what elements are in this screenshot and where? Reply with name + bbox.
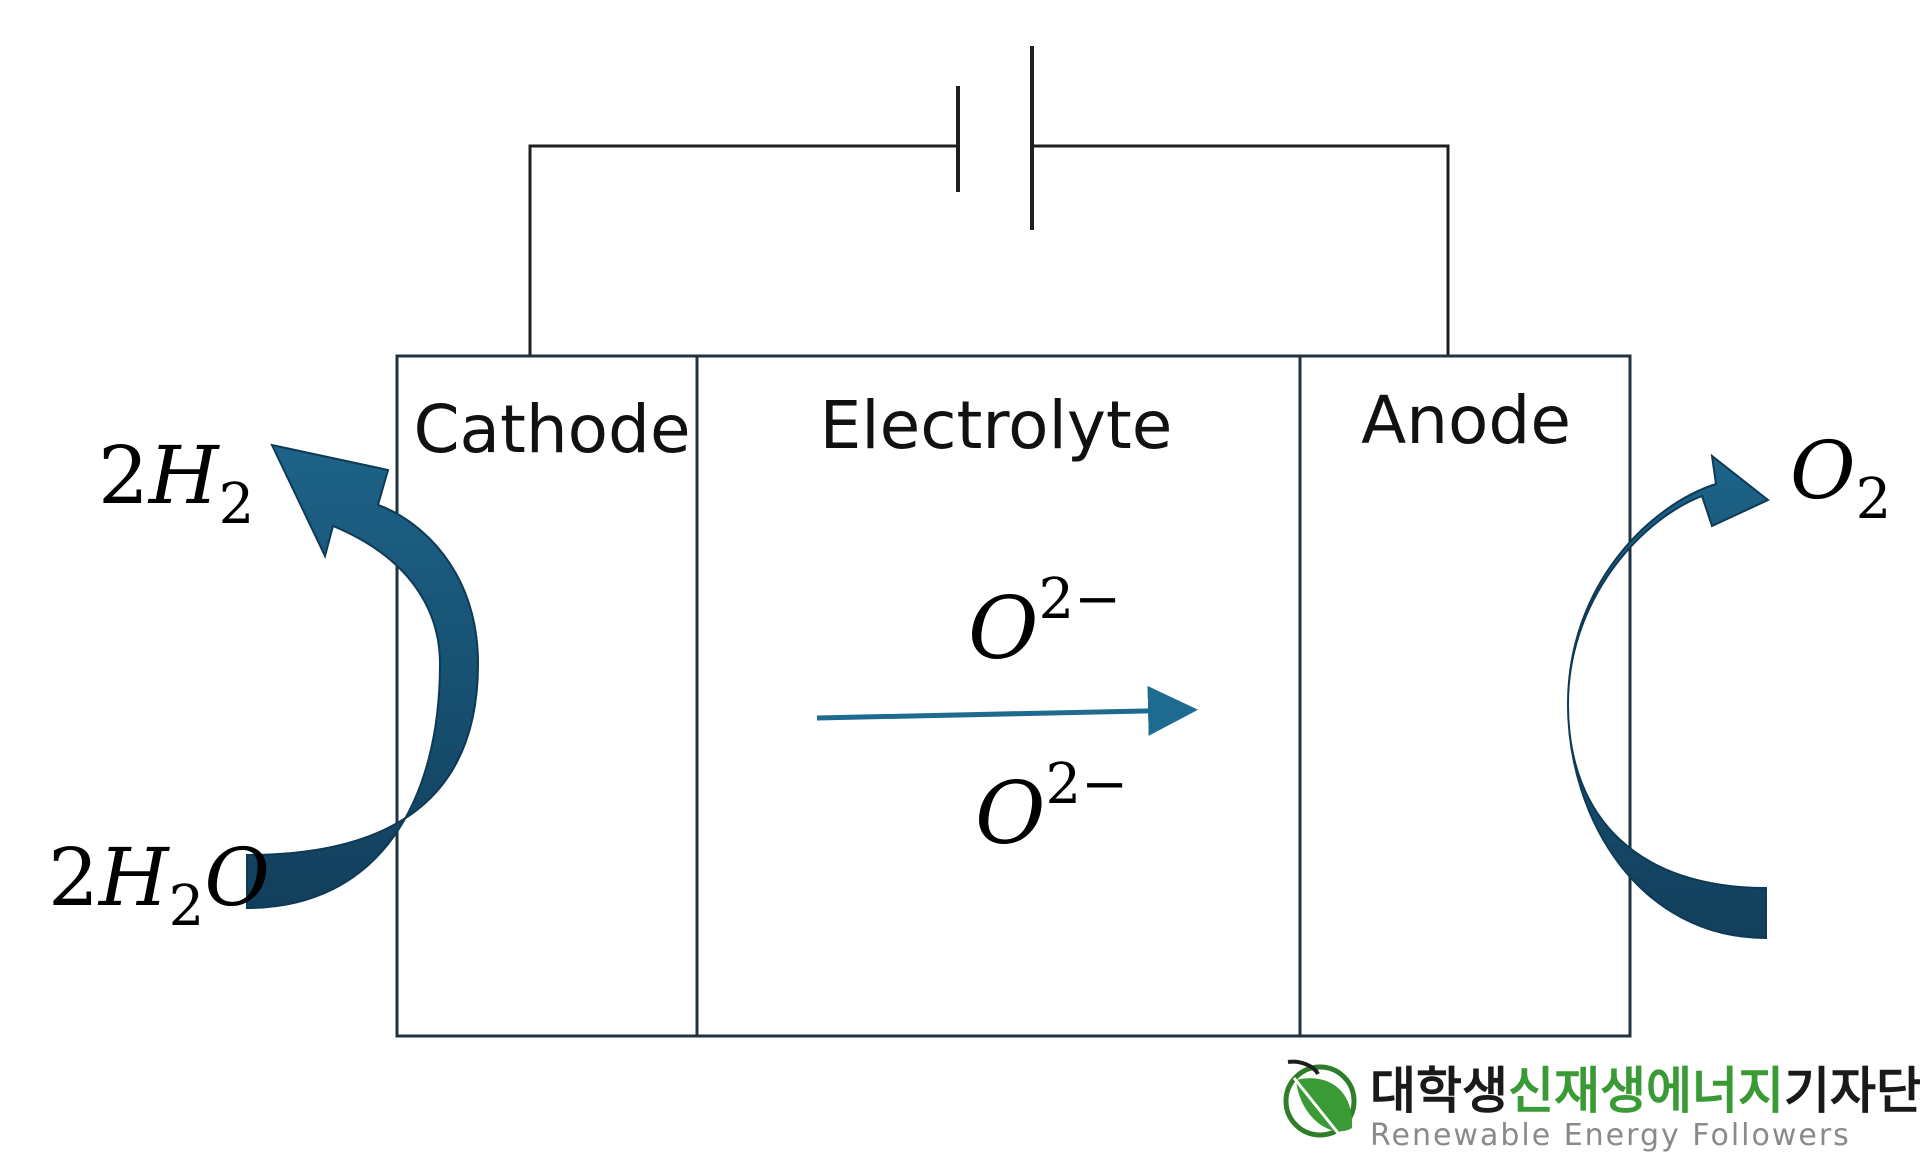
battery-symbol xyxy=(956,46,1034,230)
anode-curved-arrow xyxy=(1566,453,1770,940)
oxygen-product-label: O2 xyxy=(1790,424,1891,532)
brand-logo: 대학생신재생에너지기자단 Renewable Energy Followers xyxy=(1283,1059,1920,1153)
oxide-ion-label-bottom: O2− xyxy=(975,752,1128,864)
brand-english: Renewable Energy Followers xyxy=(1370,1118,1851,1153)
electrolyte-label: Electrolyte xyxy=(820,387,1173,464)
leaf-icon xyxy=(1283,1059,1357,1139)
cell-box xyxy=(395,354,1632,1038)
ion-migration-arrow xyxy=(816,685,1198,736)
circuit-wire xyxy=(528,144,1450,356)
brand-korean: 대학생신재생에너지기자단 xyxy=(1370,1062,1920,1120)
oxide-ion-label-top: O2− xyxy=(968,567,1121,679)
anode-label: Anode xyxy=(1361,382,1571,459)
cell-outline xyxy=(395,354,1632,1038)
cathode-label: Cathode xyxy=(413,391,690,468)
cathode-curved-arrow xyxy=(246,443,480,910)
water-reactant-label: 2H2O xyxy=(48,831,270,939)
hydrogen-product-label: 2H2 xyxy=(98,429,254,537)
